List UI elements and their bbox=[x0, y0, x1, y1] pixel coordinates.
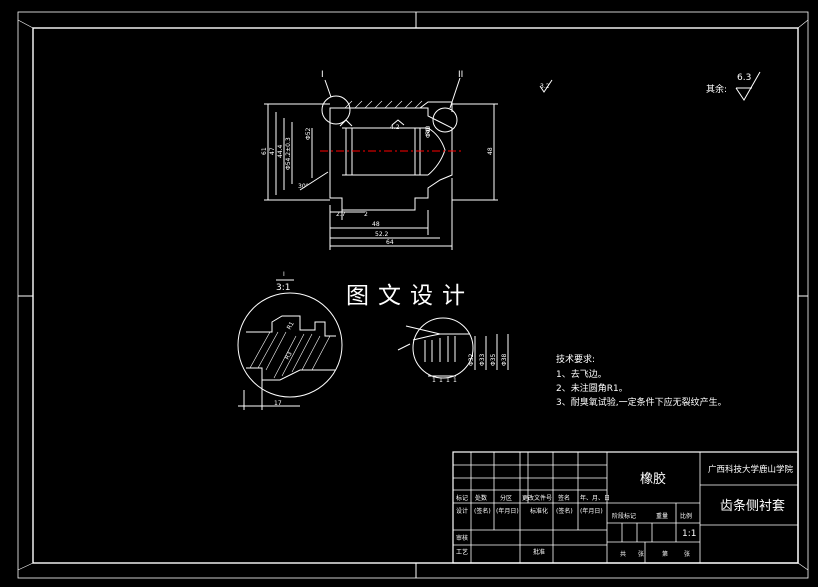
section-marker-left: I bbox=[321, 70, 324, 80]
sheet-label-1: 共 bbox=[620, 550, 626, 558]
detail2-dim-5: Φ32 bbox=[468, 353, 475, 366]
row2-label-3: (年月日) bbox=[496, 507, 519, 515]
section-marker-right: II bbox=[458, 70, 463, 80]
dim-bottom-48: 48 bbox=[372, 221, 380, 228]
row4-label-1: 工艺 bbox=[456, 548, 468, 556]
tech-req-title: 技术要求: bbox=[556, 353, 595, 365]
row-label-4: 更改文件号 bbox=[522, 494, 552, 502]
dim-detail1-small: 17 bbox=[274, 400, 282, 407]
detail2-dim-3: 1 bbox=[446, 377, 450, 384]
row-label-1: 标记 bbox=[456, 494, 468, 502]
detail-view-2 bbox=[397, 317, 509, 379]
dim-left-54: Φ54.2±0.3 bbox=[285, 137, 292, 170]
dim-radius: R0 bbox=[425, 127, 432, 135]
title-block bbox=[452, 451, 799, 564]
roughness-symbols bbox=[539, 71, 761, 101]
detail2-dim-8: Φ38 bbox=[501, 353, 508, 366]
tech-req-item-2: 2、未注圆角R1。 bbox=[556, 382, 628, 394]
dim-left-47: 47 bbox=[269, 147, 276, 155]
stage-label-3: 比例 bbox=[680, 512, 692, 520]
sheet-label-2: 张 bbox=[638, 550, 644, 558]
dim-bottom-2: 2 bbox=[364, 211, 368, 218]
title-school: 广西科技大学鹿山学院 bbox=[708, 464, 794, 475]
drawing-frame bbox=[17, 11, 809, 579]
row2-label-6: (年月日) bbox=[580, 507, 603, 515]
row-label-5: 签名 bbox=[558, 494, 570, 502]
row-label-3: 分区 bbox=[500, 494, 512, 502]
row2-label-5: (签名) bbox=[556, 507, 573, 515]
detail-view-name: I bbox=[283, 271, 285, 278]
row4-label-2: 批准 bbox=[533, 548, 545, 556]
detail2-dim-4: 1 bbox=[453, 377, 457, 384]
dim-angle: 30° bbox=[298, 183, 309, 190]
detail-view-1 bbox=[237, 279, 343, 410]
dim-detail1-r1: R1 bbox=[286, 320, 296, 331]
roughness-other-label: 其余: bbox=[706, 83, 727, 95]
dim-bottom-64: 64 bbox=[386, 239, 394, 246]
detail2-dim-6: Φ33 bbox=[479, 353, 486, 366]
roughness-other-value: 6.3 bbox=[737, 73, 751, 83]
detail2-dim-7: Φ35 bbox=[490, 353, 497, 366]
dim-left-52: Φ52 bbox=[305, 127, 312, 140]
roughness-top-value: 3.2 bbox=[540, 83, 550, 90]
dim-bottom-52: 52.2 bbox=[375, 231, 389, 238]
sheet-label-3: 第 bbox=[662, 550, 668, 558]
dim-bottom-27: 2.7 bbox=[336, 211, 346, 218]
dim-left-61: 61 bbox=[261, 147, 268, 155]
dim-top-small: 4.2 bbox=[390, 124, 400, 131]
detail2-dim-2: 1 bbox=[439, 377, 443, 384]
title-part-name: 齿条侧衬套 bbox=[720, 498, 785, 514]
dim-detail1-r2: R3 bbox=[284, 350, 294, 361]
dim-right-48: 48 bbox=[487, 147, 494, 155]
title-material: 橡胶 bbox=[640, 471, 666, 487]
sheet-label-4: 张 bbox=[684, 550, 690, 558]
stage-label-1: 阶段标记 bbox=[612, 512, 636, 520]
detail-view-scale: 3:1 bbox=[276, 283, 290, 293]
stage-label-2: 重量 bbox=[656, 512, 668, 520]
tech-req-item-1: 1、去飞边。 bbox=[556, 368, 607, 380]
watermark-text: 图文设计 bbox=[346, 283, 474, 309]
row2-label-4: 标准化 bbox=[530, 507, 548, 515]
main-section-view bbox=[264, 77, 498, 250]
row-label-6: 年、月、日 bbox=[580, 494, 610, 502]
row-label-2: 处数 bbox=[475, 494, 487, 502]
row2-label-2: (签名) bbox=[474, 507, 491, 515]
dim-bore: Φ40 bbox=[425, 125, 432, 138]
row3-label-1: 审核 bbox=[456, 534, 468, 542]
tech-req-item-3: 3、耐臭氧试验,一定条件下应无裂纹产生。 bbox=[556, 396, 727, 408]
title-scale: 1:1 bbox=[682, 529, 696, 539]
detail2-dim-1: 1 bbox=[432, 377, 436, 384]
dim-left-44: 44.4 bbox=[277, 144, 284, 158]
row2-label-1: 设计 bbox=[456, 507, 468, 515]
